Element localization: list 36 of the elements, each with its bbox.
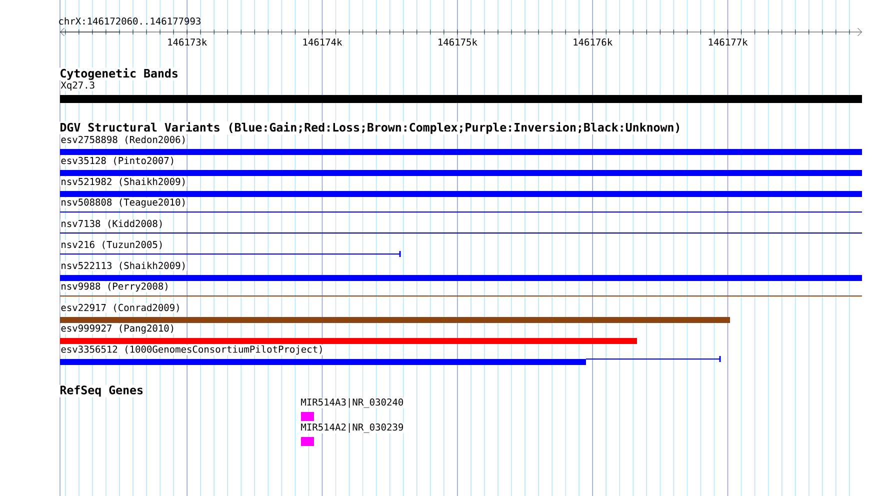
coordinate-range: chrX:146172060..146177993 (59, 17, 200, 25)
variant-bar: nsv9988 (Perry2008) (60, 282, 862, 296)
variant-bar: nsv508808 (Teague2010) (60, 198, 862, 212)
node-label: Xq27.3 (60, 81, 94, 91)
tick-label: 146175k (438, 38, 478, 46)
variant-bar: nsv521982 (Shaikh2009) (60, 177, 862, 197)
variant-bar: esv999927 (Pang2010) (60, 324, 637, 344)
variant-bar: nsv216 (Tuzun2005) (60, 240, 401, 257)
tick-label: 146176k (574, 38, 612, 46)
tick-label: 146173k (168, 38, 207, 46)
node-label: esv35128 (Pinto2007) (61, 156, 174, 166)
gene-block: MIR514A3|NR_030240 (300, 398, 404, 421)
node-label: esv3356512 (1000GenomesConsortiumPilotProject) (61, 345, 322, 355)
node-label: esv22917 (Conrad2009) (61, 304, 179, 312)
track-heading: DGV Structural Variants (Blue:Gain;Red:Loss;Brown:Complex;Purple:Inversion;Black:Unknown) (60, 122, 680, 134)
variant-bar: nsv522113 (Shaikh2009) (60, 261, 862, 281)
variant-bar: esv22917 (Conrad2009) (60, 303, 730, 323)
node-label: nsv521982 (Shaikh2009) (62, 178, 185, 186)
variant-bar: nsv7138 (Kidd2008) (60, 219, 862, 234)
node-label: MIR514A3|NR_030240 (301, 398, 404, 408)
node-label: MIR514A2|NR_030239 (301, 423, 404, 433)
node-label: nsv522113 (Shaikh2009) (62, 262, 185, 270)
variant-bar: esv3356512 (1000GenomesConsortiumPilotProject) (60, 344, 721, 365)
gene-block: MIR514A2|NR_030239 (300, 422, 404, 446)
track-heading: RefSeq Genes (60, 385, 143, 397)
node-label: nsv216 (Tuzun2005) (62, 240, 162, 250)
node-label: esv2758898 (Redon2006) (61, 136, 185, 144)
variant-bar: esv2758898 (Redon2006) (60, 135, 862, 155)
band-bar: Xq27.3 (60, 80, 862, 103)
tick-label: 146174k (303, 38, 342, 46)
variant-bar: esv35128 (Pinto2007) (60, 156, 862, 176)
tick-label: 146177k (708, 38, 748, 46)
node-label: nsv9988 (Perry2008) (62, 282, 168, 292)
node-label: nsv508808 (Teague2010) (62, 198, 185, 208)
node-label: nsv7138 (Kidd2008) (62, 220, 162, 228)
node-label: esv999927 (Pang2010) (61, 324, 174, 334)
